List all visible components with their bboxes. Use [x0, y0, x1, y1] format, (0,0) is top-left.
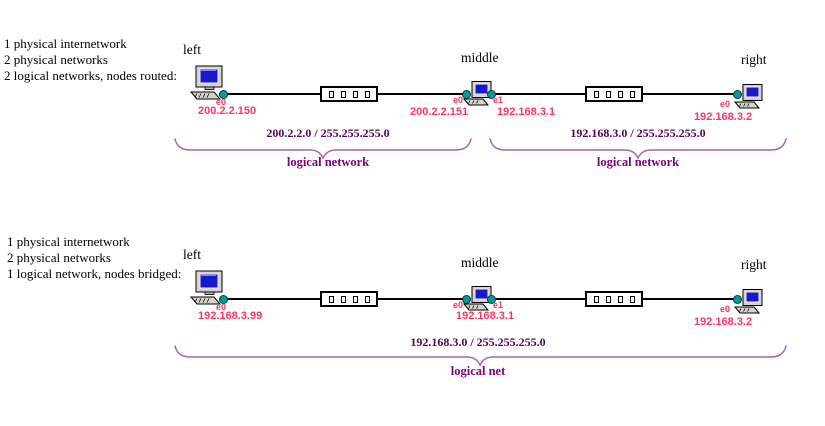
hub-icon: [585, 291, 643, 307]
wire-segment: [378, 93, 466, 95]
wire-segment: [491, 298, 587, 300]
brace-icon: [174, 345, 787, 367]
caption-line: 1 logical network, nodes bridged:: [7, 266, 182, 281]
interface-dot: [733, 295, 742, 304]
caption-line: 2 logical networks, nodes routed:: [4, 68, 177, 83]
interface-dot: [462, 295, 471, 304]
interface-label: e0: [720, 304, 731, 314]
node-label-right: right: [741, 257, 767, 272]
interface-label: e1: [493, 95, 504, 105]
hub-port-icon: [617, 295, 623, 303]
hub-port-icon: [364, 90, 370, 98]
node-label-middle: middle: [461, 255, 499, 270]
interface-label: e0: [216, 97, 227, 107]
node-label-right: right: [741, 52, 767, 67]
hub-icon: [320, 291, 378, 307]
hub-port-icon: [629, 295, 635, 303]
hub-port-icon: [352, 295, 358, 303]
logical-network-label: logical net: [450, 364, 506, 378]
node-label-left: left: [183, 42, 201, 57]
hub-port-icon: [629, 90, 635, 98]
hub-port-icon: [328, 90, 334, 98]
hub-port-icon: [364, 295, 370, 303]
subnet-label: 200.2.2.0 / 255.255.255.0: [266, 126, 390, 140]
hub-icon: [320, 86, 378, 102]
hub-port-icon: [605, 295, 611, 303]
interface-dot: [487, 90, 496, 99]
computer-icon-left: [190, 65, 223, 100]
interface-label: e0: [720, 99, 731, 109]
hub-port-icon: [593, 295, 599, 303]
interface-dot: [219, 90, 228, 99]
computer-icon-left: [190, 270, 223, 305]
ip-label: 192.168.3.2: [694, 316, 753, 328]
hub-port-icon: [352, 90, 358, 98]
wire-segment: [223, 298, 322, 300]
caption-line: 1 physical internetwork: [7, 234, 130, 249]
ip-label: 192.168.3.2: [694, 111, 753, 123]
ip-label: 192.168.3.99: [198, 310, 263, 322]
computer-icon-right: [734, 289, 763, 314]
computer-icon-middle: [463, 286, 492, 311]
wire-segment: [491, 93, 587, 95]
subnet-label: 192.168.3.0 / 255.255.255.0: [570, 126, 706, 140]
interface-dot: [462, 90, 471, 99]
ip-label: 200.2.2.150: [198, 105, 257, 117]
hub-port-icon: [328, 295, 334, 303]
routed-caption: 1 physical internetwork 2 physical netwo…: [4, 36, 177, 84]
caption-line: 2 physical networks: [4, 52, 108, 67]
interface-dot: [733, 90, 742, 99]
hub-port-icon: [340, 90, 346, 98]
interface-label: e0: [216, 302, 227, 312]
ip-label: 200.2.2.151: [410, 106, 469, 118]
interface-dot: [219, 295, 228, 304]
ip-label: 192.168.3.1: [497, 106, 556, 118]
caption-line: 1 physical internetwork: [4, 36, 127, 51]
interface-dot: [487, 295, 496, 304]
interface-label: e0: [453, 300, 464, 310]
brace-icon: [174, 138, 472, 160]
hub-port-icon: [340, 295, 346, 303]
wire-segment: [223, 93, 322, 95]
hub-port-icon: [593, 90, 599, 98]
hub-icon: [585, 86, 643, 102]
node-label-middle: middle: [461, 50, 499, 65]
logical-network-label: logical network: [286, 155, 370, 169]
ip-label: 192.168.3.1: [456, 310, 515, 322]
hub-port-icon: [605, 90, 611, 98]
wire-segment: [641, 298, 737, 300]
interface-label: e1: [493, 300, 504, 310]
wire-segment: [641, 93, 737, 95]
wire-segment: [378, 298, 466, 300]
caption-line: 2 physical networks: [7, 250, 111, 265]
hub-port-icon: [617, 90, 623, 98]
computer-icon-right: [734, 84, 763, 109]
subnet-label: 192.168.3.0 / 255.255.255.0: [410, 335, 546, 349]
bridged-caption: 1 physical internetwork 2 physical netwo…: [7, 234, 181, 282]
node-label-left: left: [183, 247, 201, 262]
interface-label: e0: [453, 95, 464, 105]
logical-network-label: logical network: [596, 155, 680, 169]
brace-icon: [489, 138, 787, 160]
computer-icon-middle: [463, 81, 492, 106]
